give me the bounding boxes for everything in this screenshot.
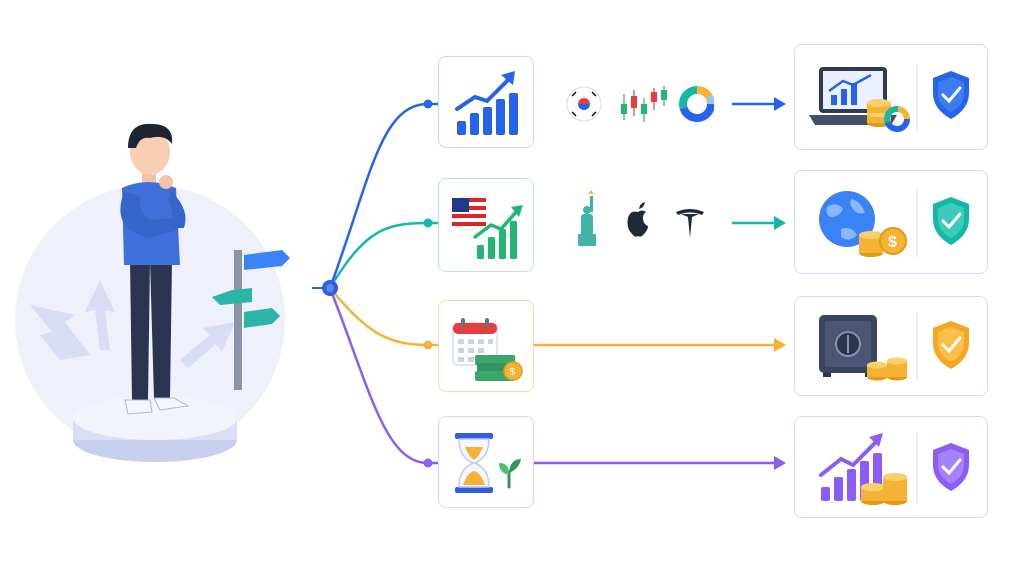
shield-check-icon: [933, 197, 969, 245]
shield-check-icon: [933, 321, 969, 369]
safe-coins-icon: [819, 313, 918, 381]
calendar-cash-icon: $: [452, 318, 523, 381]
donut-chart-icon: [679, 86, 714, 122]
laptop-coins-icon: [809, 65, 918, 132]
halo-circle: [15, 185, 285, 455]
purple-chart-coins-icon: [819, 433, 918, 505]
us-flag-chart-icon: [451, 195, 523, 259]
middle-icons-row-2: [578, 190, 704, 246]
person-scene: [15, 123, 290, 462]
branch-line-teal: [328, 221, 438, 289]
growth-chart-icon: [455, 71, 518, 135]
arrow-orange: [534, 338, 786, 352]
branch-line-orange: [329, 287, 438, 347]
tesla-logo-icon: [676, 209, 704, 238]
end-card-us: $: [794, 170, 988, 274]
statue-of-liberty-icon: [578, 190, 596, 246]
middle-icons-row-1: [566, 86, 714, 122]
end-card-longterm: [794, 416, 988, 518]
svg-text:$: $: [510, 367, 516, 378]
shield-check-icon: [933, 443, 969, 491]
end-card-growth: [794, 44, 988, 150]
end-card-savings: [794, 296, 988, 396]
shield-check-icon: [933, 71, 969, 119]
direction-arrows: [30, 280, 235, 368]
korea-flag-icon: [566, 86, 602, 122]
arrow-teal: [732, 216, 786, 230]
arrow-purple: [534, 456, 786, 470]
branch-line-blue: [328, 102, 438, 289]
start-card-longterm: [438, 416, 534, 508]
start-card-savings: $: [438, 300, 534, 392]
candlestick-chart-icon: [621, 86, 667, 122]
hourglass-sprout-icon: [455, 433, 521, 493]
arrow-blue: [732, 97, 786, 111]
branch-line-purple: [328, 287, 438, 465]
platform: [73, 396, 237, 462]
apple-logo-icon: [627, 202, 648, 237]
globe-coins-icon: $: [819, 189, 918, 257]
start-card-us: [438, 178, 534, 272]
thinking-person: [120, 123, 190, 415]
start-card-growth: [438, 56, 534, 148]
signpost: [212, 250, 290, 390]
svg-text:$: $: [888, 234, 897, 251]
